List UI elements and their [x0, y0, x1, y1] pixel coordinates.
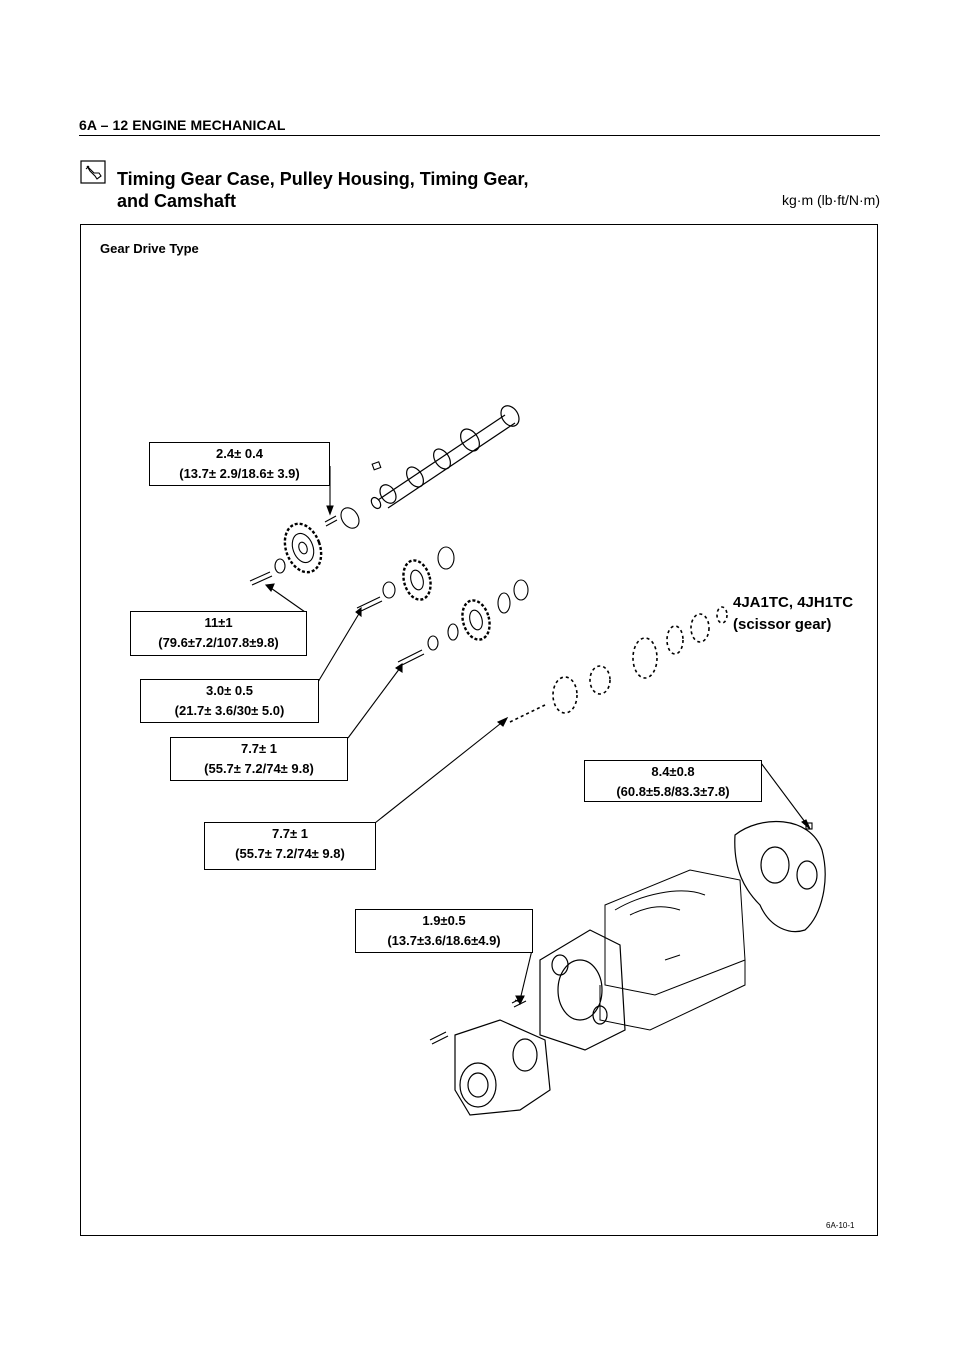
page-header-title: 6A – 12 ENGINE MECHANICAL — [79, 117, 286, 133]
leader-line-gear-bolt-b — [347, 667, 401, 739]
leader-line-gear-bolt-a — [317, 611, 361, 683]
camshaft — [370, 405, 520, 510]
engine-variant-note: 4JA1TC, 4JH1TC (scissor gear) — [733, 592, 853, 636]
thrust-plate — [340, 507, 360, 529]
wrench-icon — [80, 160, 106, 184]
scissor-gear-set — [509, 606, 728, 723]
torque-box-gear-bolt-b: 7.7± 1 (55.7± 7.2/74± 9.8) — [170, 737, 348, 781]
variant-models: 4JA1TC, 4JH1TC — [733, 594, 854, 611]
torque-value: 7.7± 1 — [240, 741, 278, 756]
torque-value: 11±1 — [204, 615, 233, 630]
torque-value: 7.7± 1 — [271, 826, 309, 841]
figure-frame — [80, 224, 878, 1236]
torque-value: 3.0± 0.5 — [206, 683, 253, 698]
torque-value-alt-units: (55.7± 7.2/74± 9.8) — [204, 761, 314, 776]
idler-gear — [382, 546, 455, 601]
section-title-line2: and Camshaft — [117, 191, 237, 211]
variant-description: (scissor gear) — [733, 616, 832, 633]
torque-value-alt-units: (55.7± 7.2/74± 9.8) — [235, 846, 345, 861]
torque-value-alt-units: (13.7±3.6/18.6±4.9) — [387, 933, 501, 948]
torque-value-alt-units: (79.6±7.2/107.8±9.8) — [158, 635, 279, 650]
section-title-line1: Timing Gear Case, Pulley Housing, Timing… — [117, 169, 529, 189]
torque-box-idler-bolt: 11±1 (79.6±7.2/107.8±9.8) — [130, 611, 307, 656]
leader-line-scissor-gear — [374, 719, 506, 824]
torque-value-alt-units: (13.7± 2.9/18.6± 3.9) — [179, 466, 300, 481]
leader-line-idler-bolt — [267, 585, 306, 613]
leader-line-plate-bolt — [760, 762, 809, 827]
cylinder-block — [599, 869, 746, 1031]
figure-label: Gear Drive Type — [100, 241, 199, 256]
rear-plate — [734, 820, 826, 933]
units-label: kg·m (lb·ft/N·m) — [782, 192, 880, 208]
torque-value: 2.4± 0.4 — [216, 446, 263, 461]
torque-value: 1.9±0.5 — [422, 913, 466, 928]
torque-box-gear-bolt-a: 3.0± 0.5 (21.7± 3.6/30± 5.0) — [140, 679, 319, 723]
torque-value-alt-units: (21.7± 3.6/30± 5.0) — [174, 703, 285, 718]
idler-gear-b — [427, 579, 529, 651]
camshaft-gear — [283, 522, 323, 574]
torque-box-camshaft-bolt: 2.4± 0.4 (13.7± 2.9/18.6± 3.9) — [149, 442, 330, 486]
figure-code: 6A-10-1 — [826, 1221, 855, 1230]
torque-box-scissor-gear: 7.7± 1 (55.7± 7.2/74± 9.8) — [204, 822, 376, 870]
section-title: Timing Gear Case, Pulley Housing, Timing… — [117, 168, 528, 212]
leader-line-case-bolt — [519, 949, 533, 1001]
header-rule — [79, 135, 880, 136]
torque-box-gear-case-bolt: 1.9±0.5 (13.7±3.6/18.6±4.9) — [355, 909, 533, 953]
pulley-housing — [454, 1019, 551, 1116]
timing-gear-case — [539, 929, 626, 1051]
torque-value-alt-units: (60.8±5.8/83.3±7.8) — [616, 784, 730, 799]
torque-box-rear-plate-bolt: 8.4±0.8 (60.8±5.8/83.3±7.8) — [584, 760, 762, 802]
torque-value: 8.4±0.8 — [651, 764, 695, 779]
